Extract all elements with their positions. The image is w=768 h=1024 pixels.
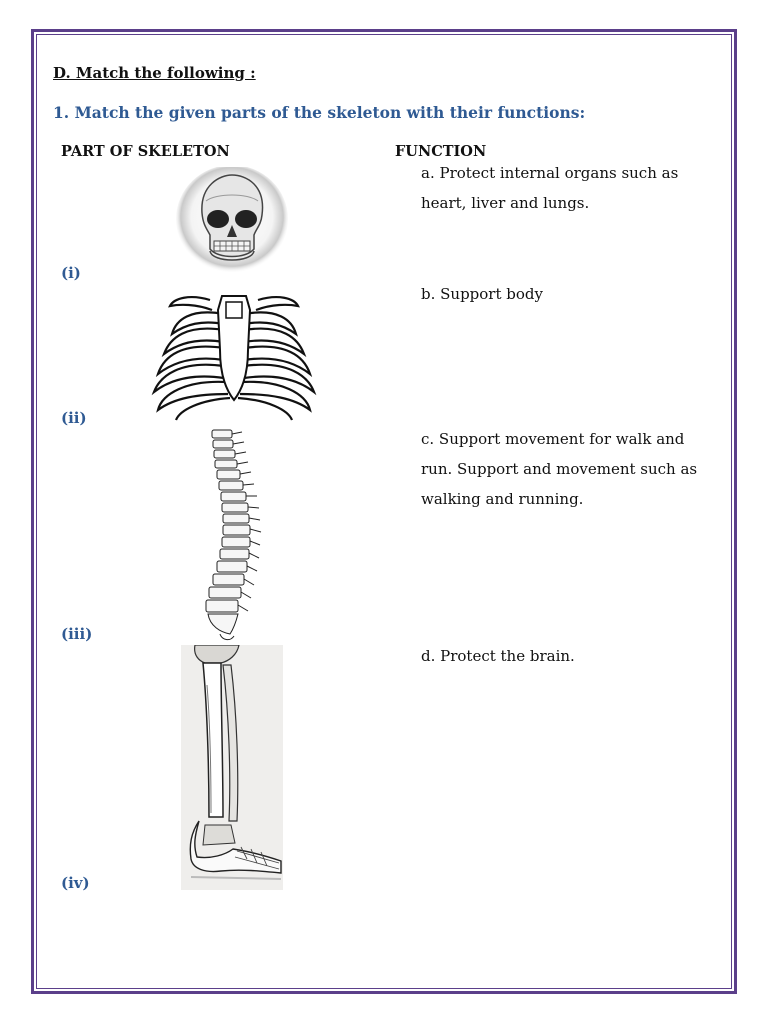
page-border-inner xyxy=(36,34,732,989)
function-item-d: d. Protect the brain. xyxy=(421,647,575,665)
function-item-b: b. Support body xyxy=(421,285,543,303)
function-item-a: a. Protect internal organs such as heart… xyxy=(421,164,679,212)
question-title: 1. Match the given parts of the skeleton… xyxy=(53,103,586,122)
column-header-function: FUNCTION xyxy=(395,143,487,160)
spine-icon xyxy=(205,429,262,641)
column-header-part: PART OF SKELETON xyxy=(61,143,230,160)
part-label-iv: (iv) xyxy=(61,874,90,892)
section-heading: D. Match the following : xyxy=(53,64,256,82)
rib-cage-icon xyxy=(151,295,317,421)
page-border-outer xyxy=(31,29,737,994)
part-label-iii: (iii) xyxy=(61,625,93,643)
function-item-c: c. Support movement for walk and run. Su… xyxy=(421,430,698,508)
part-label-ii: (ii) xyxy=(61,409,87,427)
skull-icon xyxy=(176,167,288,273)
leg-bones-icon xyxy=(181,645,283,890)
part-label-i: (i) xyxy=(61,264,81,282)
